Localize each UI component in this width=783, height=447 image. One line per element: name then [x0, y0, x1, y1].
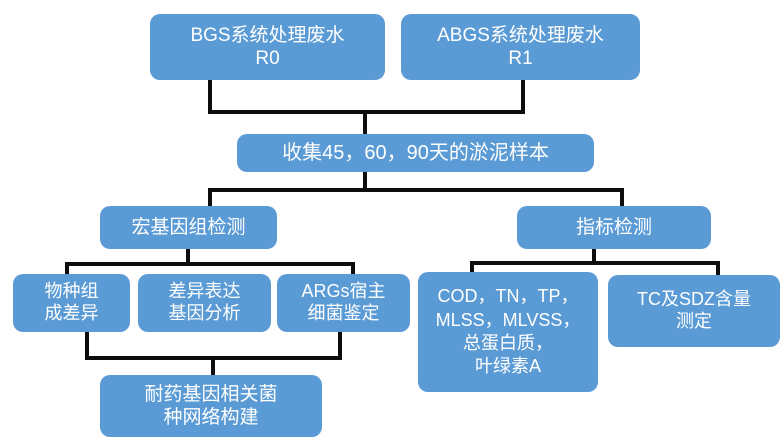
connector-to-deg [351, 262, 355, 278]
connector-r1-stem [521, 78, 525, 114]
node-arg-related-species-network[interactable]: 耐药基因相关菌 种网络构建 [100, 375, 322, 437]
connector-level3-split-bar [208, 188, 624, 192]
connector-to-network [211, 356, 215, 376]
node-metagenome-detection[interactable]: 宏基因组检测 [100, 206, 277, 249]
node-chemical-indicators[interactable]: COD，TN，TP， MLSS，MLVSS， 总蛋白质， 叶绿素A [418, 272, 598, 392]
connector-join-to-collect [363, 110, 367, 136]
connector-collect-stem [363, 170, 367, 192]
connector-species-riser [85, 332, 89, 359]
connector-r0-stem [208, 78, 212, 114]
connector-indicator-split-bar [470, 261, 720, 265]
connector-indicator-stem [592, 247, 596, 264]
connector-to-chem [470, 261, 474, 276]
connector-metagenome-stem [186, 247, 190, 265]
connector-to-indicator [620, 188, 624, 208]
node-differential-expression-gene-analysis[interactable]: 差异表达 基因分析 [138, 274, 271, 332]
node-args-host-bacteria-identification[interactable]: ARGs宿主 细菌鉴定 [277, 274, 410, 332]
connector-metagenome-split-bar [65, 262, 355, 266]
node-abgs-r1[interactable]: ABGS系统处理废水 R1 [401, 14, 640, 80]
connector-to-tcsdz [716, 261, 720, 276]
connector-args-riser [338, 332, 342, 359]
node-collect-sludge-samples[interactable]: 收集45，60，90天的淤泥样本 [237, 134, 594, 172]
connector-to-metagenome [208, 188, 212, 208]
node-bgs-r0[interactable]: BGS系统处理废水 R0 [150, 14, 385, 80]
node-tc-sdz-content-determination[interactable]: TC及SDZ含量 测定 [608, 275, 780, 347]
node-indicator-detection[interactable]: 指标检测 [517, 206, 711, 249]
connector-to-species [65, 262, 69, 278]
node-species-composition-difference[interactable]: 物种组 成差异 [13, 274, 130, 332]
